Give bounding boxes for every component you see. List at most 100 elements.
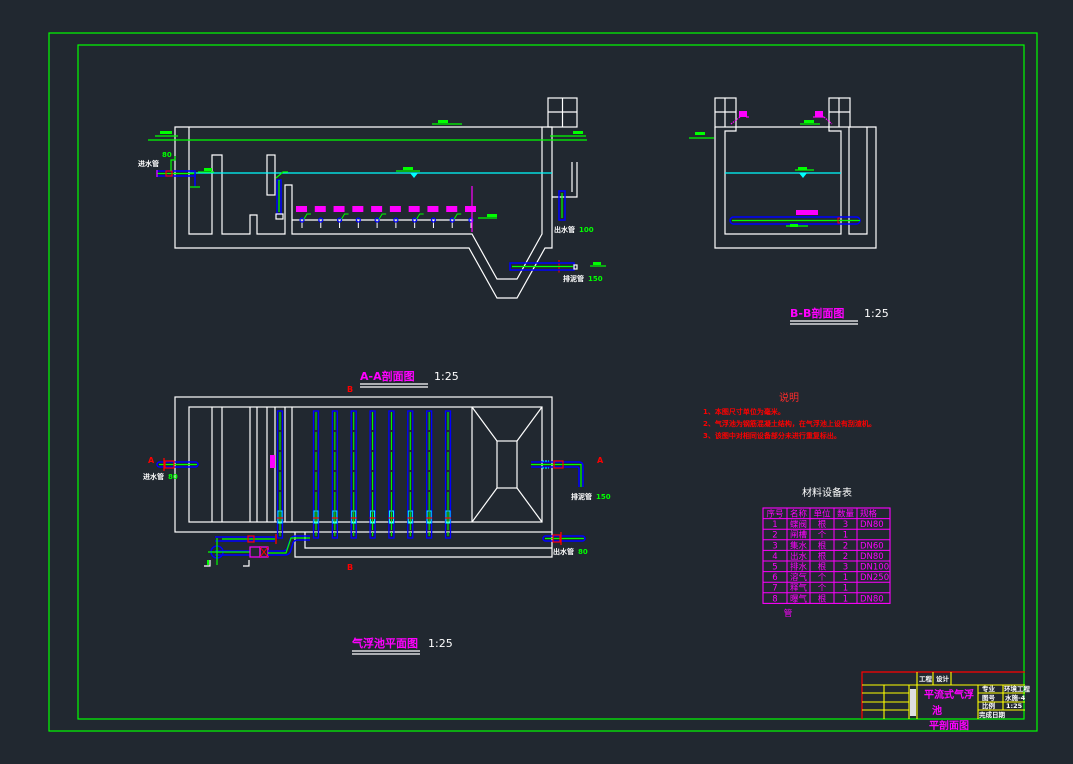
aa-sludge-pipe xyxy=(509,260,606,274)
table-cell-name: 溶气 xyxy=(790,572,808,583)
bb-left-tower xyxy=(714,97,737,128)
notes-heading: 说明 xyxy=(779,391,799,404)
plan-outlet-label: 出水管 xyxy=(553,547,574,556)
table-cell-no: 7 xyxy=(772,584,777,594)
nozzle-icon xyxy=(468,217,474,223)
table-cell-name: 蝶阀 xyxy=(790,519,807,530)
table-cell-spec: DN250 xyxy=(860,573,889,583)
air-valve-icon xyxy=(247,535,255,543)
table-cell-name: 集水 xyxy=(790,540,808,551)
table-cell-unit: 根 xyxy=(818,551,827,562)
aa-sludge-size: 150 xyxy=(588,275,603,283)
section-aa-drawing: 进水管 80 出水管 100 排泥管 150 xyxy=(138,97,606,299)
equipment-table-title: 材料设备表 xyxy=(802,486,852,499)
table-cell-qty: 3 xyxy=(843,563,848,573)
nozzle-icon xyxy=(355,217,361,223)
release-nozzle xyxy=(446,206,462,228)
equipment-table-grid xyxy=(762,507,891,604)
nozzle-label-mark xyxy=(371,206,383,212)
plan-sludge-pipe xyxy=(531,460,584,487)
hanging-baffle xyxy=(266,154,276,196)
field-value-drawing-no: 水施-4 xyxy=(1005,693,1026,702)
note-item-3: 3、该图中对相同设备部分未进行重复标出。 xyxy=(703,431,841,440)
water-level-icon xyxy=(410,173,418,178)
distribution-pipe xyxy=(407,410,414,539)
bb-collection-channel xyxy=(848,127,868,235)
table-cell-qty: 3 xyxy=(843,520,848,530)
table-cell-no: 4 xyxy=(772,552,777,562)
distribution-pipe xyxy=(369,410,376,539)
release-nozzles xyxy=(296,206,476,228)
aa-inlet-label: 进水管 xyxy=(138,159,159,168)
distribution-pipe xyxy=(425,410,433,539)
table-cell-name: 释气 xyxy=(790,583,808,594)
cut-mark-a-right: A xyxy=(597,456,604,465)
section-bb-drawing xyxy=(689,97,877,249)
note-item-2: 2、气浮池为钢筋混凝土结构，在气浮池上设有刮渣机。 xyxy=(703,419,876,428)
outlet-weir-box xyxy=(552,162,578,198)
aa-outlet-size: 100 xyxy=(579,226,594,234)
nozzle-icon xyxy=(393,217,399,223)
table-cell-unit: 个 xyxy=(818,584,827,594)
plan-outlet-valve-icon xyxy=(552,534,561,543)
table-cell-qty: 1 xyxy=(843,573,848,583)
section-aa-title-text: A-A剖面图 xyxy=(360,369,415,383)
section-bb-title: B-B剖面图 1:25 xyxy=(790,306,889,325)
nozzle-icon xyxy=(412,217,418,223)
plan-outlet-pipe xyxy=(542,532,586,545)
section-bb-title-text: B-B剖面图 xyxy=(790,306,844,320)
table-header-qty: 数量 xyxy=(837,509,855,520)
table-cell-unit: 根 xyxy=(818,519,827,530)
table-cell-spec: DN100 xyxy=(860,563,889,573)
walkway-tower xyxy=(547,97,578,128)
nozzle-label-mark xyxy=(427,206,439,212)
inner-drawing-border xyxy=(77,44,1025,720)
table-cell-no: 3 xyxy=(772,541,777,551)
release-nozzle xyxy=(408,206,424,228)
nozzle-label-mark xyxy=(446,206,458,212)
distribution-pipe xyxy=(276,410,284,539)
table-cell-no: 8 xyxy=(772,594,777,604)
table-cell-name: 曝气 xyxy=(790,593,808,604)
table-cell-no: 5 xyxy=(772,563,777,573)
table-cell-spec: DN80 xyxy=(860,552,884,562)
bb-water-level-icon xyxy=(799,173,807,178)
inlet-valve-icon xyxy=(165,170,173,177)
title-block-top-label-2: 设计 xyxy=(936,674,950,683)
release-nozzle xyxy=(427,206,439,228)
distribution-pipe xyxy=(444,410,452,539)
note-item-1: 1、本图尺寸单位为毫米。 xyxy=(703,407,785,416)
nozzle-icon xyxy=(374,217,380,223)
release-nozzle xyxy=(465,206,476,228)
cut-mark-b-top: B xyxy=(347,385,353,394)
field-value-major: 环境工程 xyxy=(1004,684,1031,693)
sludge-hopper xyxy=(471,406,543,523)
table-header-spec: 规格 xyxy=(860,509,878,520)
plan-sludge-size: 150 xyxy=(596,493,611,501)
plan-scale: 1:25 xyxy=(428,637,453,650)
table-cell-no: 2 xyxy=(772,531,777,541)
section-aa-scale: 1:25 xyxy=(434,370,459,383)
table-cell-name: 出水 xyxy=(790,551,808,562)
plan-inlet-label: 进水管 xyxy=(143,472,164,481)
table-header-no: 序号 xyxy=(766,509,783,520)
distribution-pipe xyxy=(331,410,339,539)
elevation-marks xyxy=(155,120,586,219)
distribution-pipe xyxy=(388,410,395,539)
field-label-scale: 比例 xyxy=(982,701,996,710)
drawing-name-line2: 池 xyxy=(932,704,942,717)
release-nozzle xyxy=(333,206,349,228)
table-cell-qty: 1 xyxy=(843,531,848,541)
table-cell-no: 1 xyxy=(772,520,777,530)
tank-outer-wall xyxy=(174,126,553,299)
tank-inner-wall xyxy=(188,127,543,280)
plan-sludge-label: 排泥管 xyxy=(571,492,592,501)
drawing-subtitle: 平剖面图 xyxy=(929,719,969,732)
plan-inlet-pipe xyxy=(156,458,199,471)
nozzle-icon xyxy=(430,217,437,223)
table-cell-unit: 个 xyxy=(818,573,827,583)
plan-title: 气浮池平面图 1:25 xyxy=(351,636,453,655)
